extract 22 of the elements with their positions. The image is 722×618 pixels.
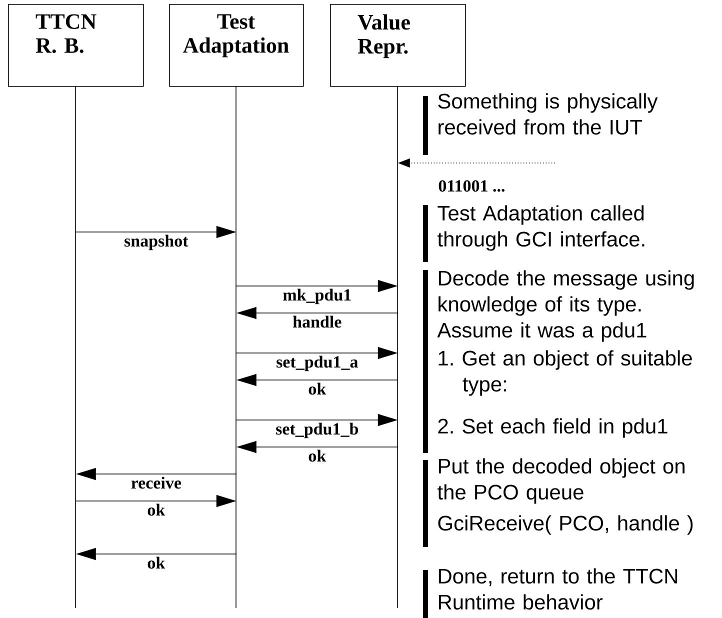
note-text: Put the decoded object on the PCO queue — [438, 458, 684, 504]
note-text: Done, return to the TTCN Runtime behavior — [438, 568, 678, 610]
note-text: Decode the message using knowledge of its type. Assume it was a pdu1 — [437, 270, 694, 342]
note-text: 1. Get an object of suitable type: — [438, 350, 692, 396]
note-text: 2. Set each field in pdu1 — [438, 418, 668, 438]
message-label: set_pdu1_a — [276, 356, 358, 372]
lifeline-header-box: TTCN R. B. — [8, 4, 144, 87]
note-text: Something is physically received from the IUT — [438, 93, 658, 135]
edge-label: 011001 ... — [438, 180, 504, 192]
lifeline-header-box: Value Repr. — [330, 4, 466, 87]
message-label: receive — [131, 476, 182, 489]
message-label: ok — [308, 450, 326, 462]
message-label: set_pdu1_b — [276, 422, 358, 438]
message-label: ok — [148, 556, 166, 569]
message-label: ok — [308, 382, 326, 395]
note-text: GciReceive( PCO, handle ) — [438, 515, 693, 535]
message-label: mk_pdu1 — [283, 288, 351, 304]
message-label: handle — [293, 316, 342, 328]
message-label: ok — [148, 504, 166, 516]
message-label: snapshot — [124, 234, 188, 250]
lifeline-header-box: Test Adaptation — [169, 4, 304, 87]
note-text: Test Adaptation called through GCI interface. — [438, 205, 644, 251]
